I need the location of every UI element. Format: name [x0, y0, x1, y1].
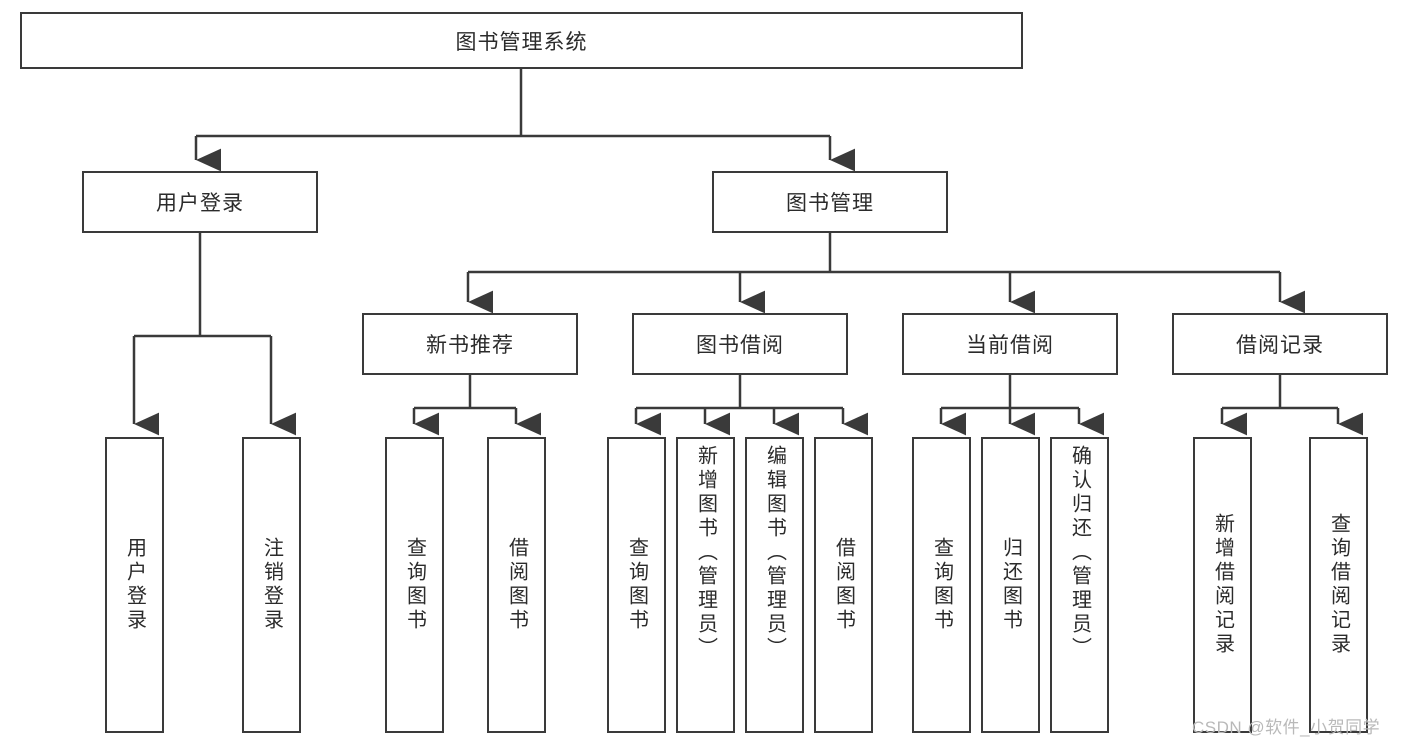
node-user-login-label: 用户登录: [156, 192, 244, 215]
leaf-new-book-query[interactable]: 查询图书: [385, 437, 444, 733]
node-borrow-record[interactable]: 借阅记录: [1172, 313, 1388, 375]
node-book-manage-label: 图书管理: [786, 192, 874, 215]
leaf-label: 查询图书: [625, 537, 648, 633]
leaf-user-login-logout[interactable]: 注销登录: [242, 437, 301, 733]
leaf-book-borrow-edit[interactable]: 编辑图书（管理员）: [745, 437, 804, 733]
node-user-login[interactable]: 用户登录: [82, 171, 318, 233]
leaf-label: 查询图书: [930, 537, 953, 633]
node-current-borrow[interactable]: 当前借阅: [902, 313, 1118, 375]
node-root[interactable]: 图书管理系统: [20, 12, 1023, 69]
leaf-current-borrow-query[interactable]: 查询图书: [912, 437, 971, 733]
leaf-new-book-borrow[interactable]: 借阅图书: [487, 437, 546, 733]
node-new-book-recommend[interactable]: 新书推荐: [362, 313, 578, 375]
leaf-label: 查询借阅记录: [1327, 513, 1350, 657]
leaf-label: 新增图书（管理员）: [694, 445, 717, 661]
leaf-label: 归还图书: [999, 537, 1022, 633]
node-current-borrow-label: 当前借阅: [966, 334, 1054, 357]
node-book-manage[interactable]: 图书管理: [712, 171, 948, 233]
leaf-book-borrow-borrow[interactable]: 借阅图书: [814, 437, 873, 733]
leaf-current-borrow-return[interactable]: 归还图书: [981, 437, 1040, 733]
leaf-label: 用户登录: [123, 537, 146, 633]
leaf-label: 编辑图书（管理员）: [763, 445, 786, 661]
leaf-current-borrow-confirm[interactable]: 确认归还（管理员）: [1050, 437, 1109, 733]
leaf-book-borrow-query[interactable]: 查询图书: [607, 437, 666, 733]
leaf-label: 借阅图书: [832, 537, 855, 633]
leaf-label: 借阅图书: [505, 537, 528, 633]
node-book-borrow-label: 图书借阅: [696, 334, 784, 357]
leaf-label: 确认归还（管理员）: [1068, 445, 1091, 661]
leaf-book-borrow-add[interactable]: 新增图书（管理员）: [676, 437, 735, 733]
watermark: CSDN @软件_小贺同学: [1192, 718, 1381, 737]
node-root-label: 图书管理系统: [455, 30, 588, 54]
leaf-label: 查询图书: [403, 537, 426, 633]
node-new-book-recommend-label: 新书推荐: [426, 334, 514, 357]
node-borrow-record-label: 借阅记录: [1236, 334, 1324, 357]
leaf-label: 注销登录: [260, 537, 283, 633]
leaf-label: 新增借阅记录: [1211, 513, 1234, 657]
leaf-user-login-login[interactable]: 用户登录: [105, 437, 164, 733]
leaf-borrow-record-add[interactable]: 新增借阅记录: [1193, 437, 1252, 733]
node-book-borrow[interactable]: 图书借阅: [632, 313, 848, 375]
leaf-borrow-record-query[interactable]: 查询借阅记录: [1309, 437, 1368, 733]
